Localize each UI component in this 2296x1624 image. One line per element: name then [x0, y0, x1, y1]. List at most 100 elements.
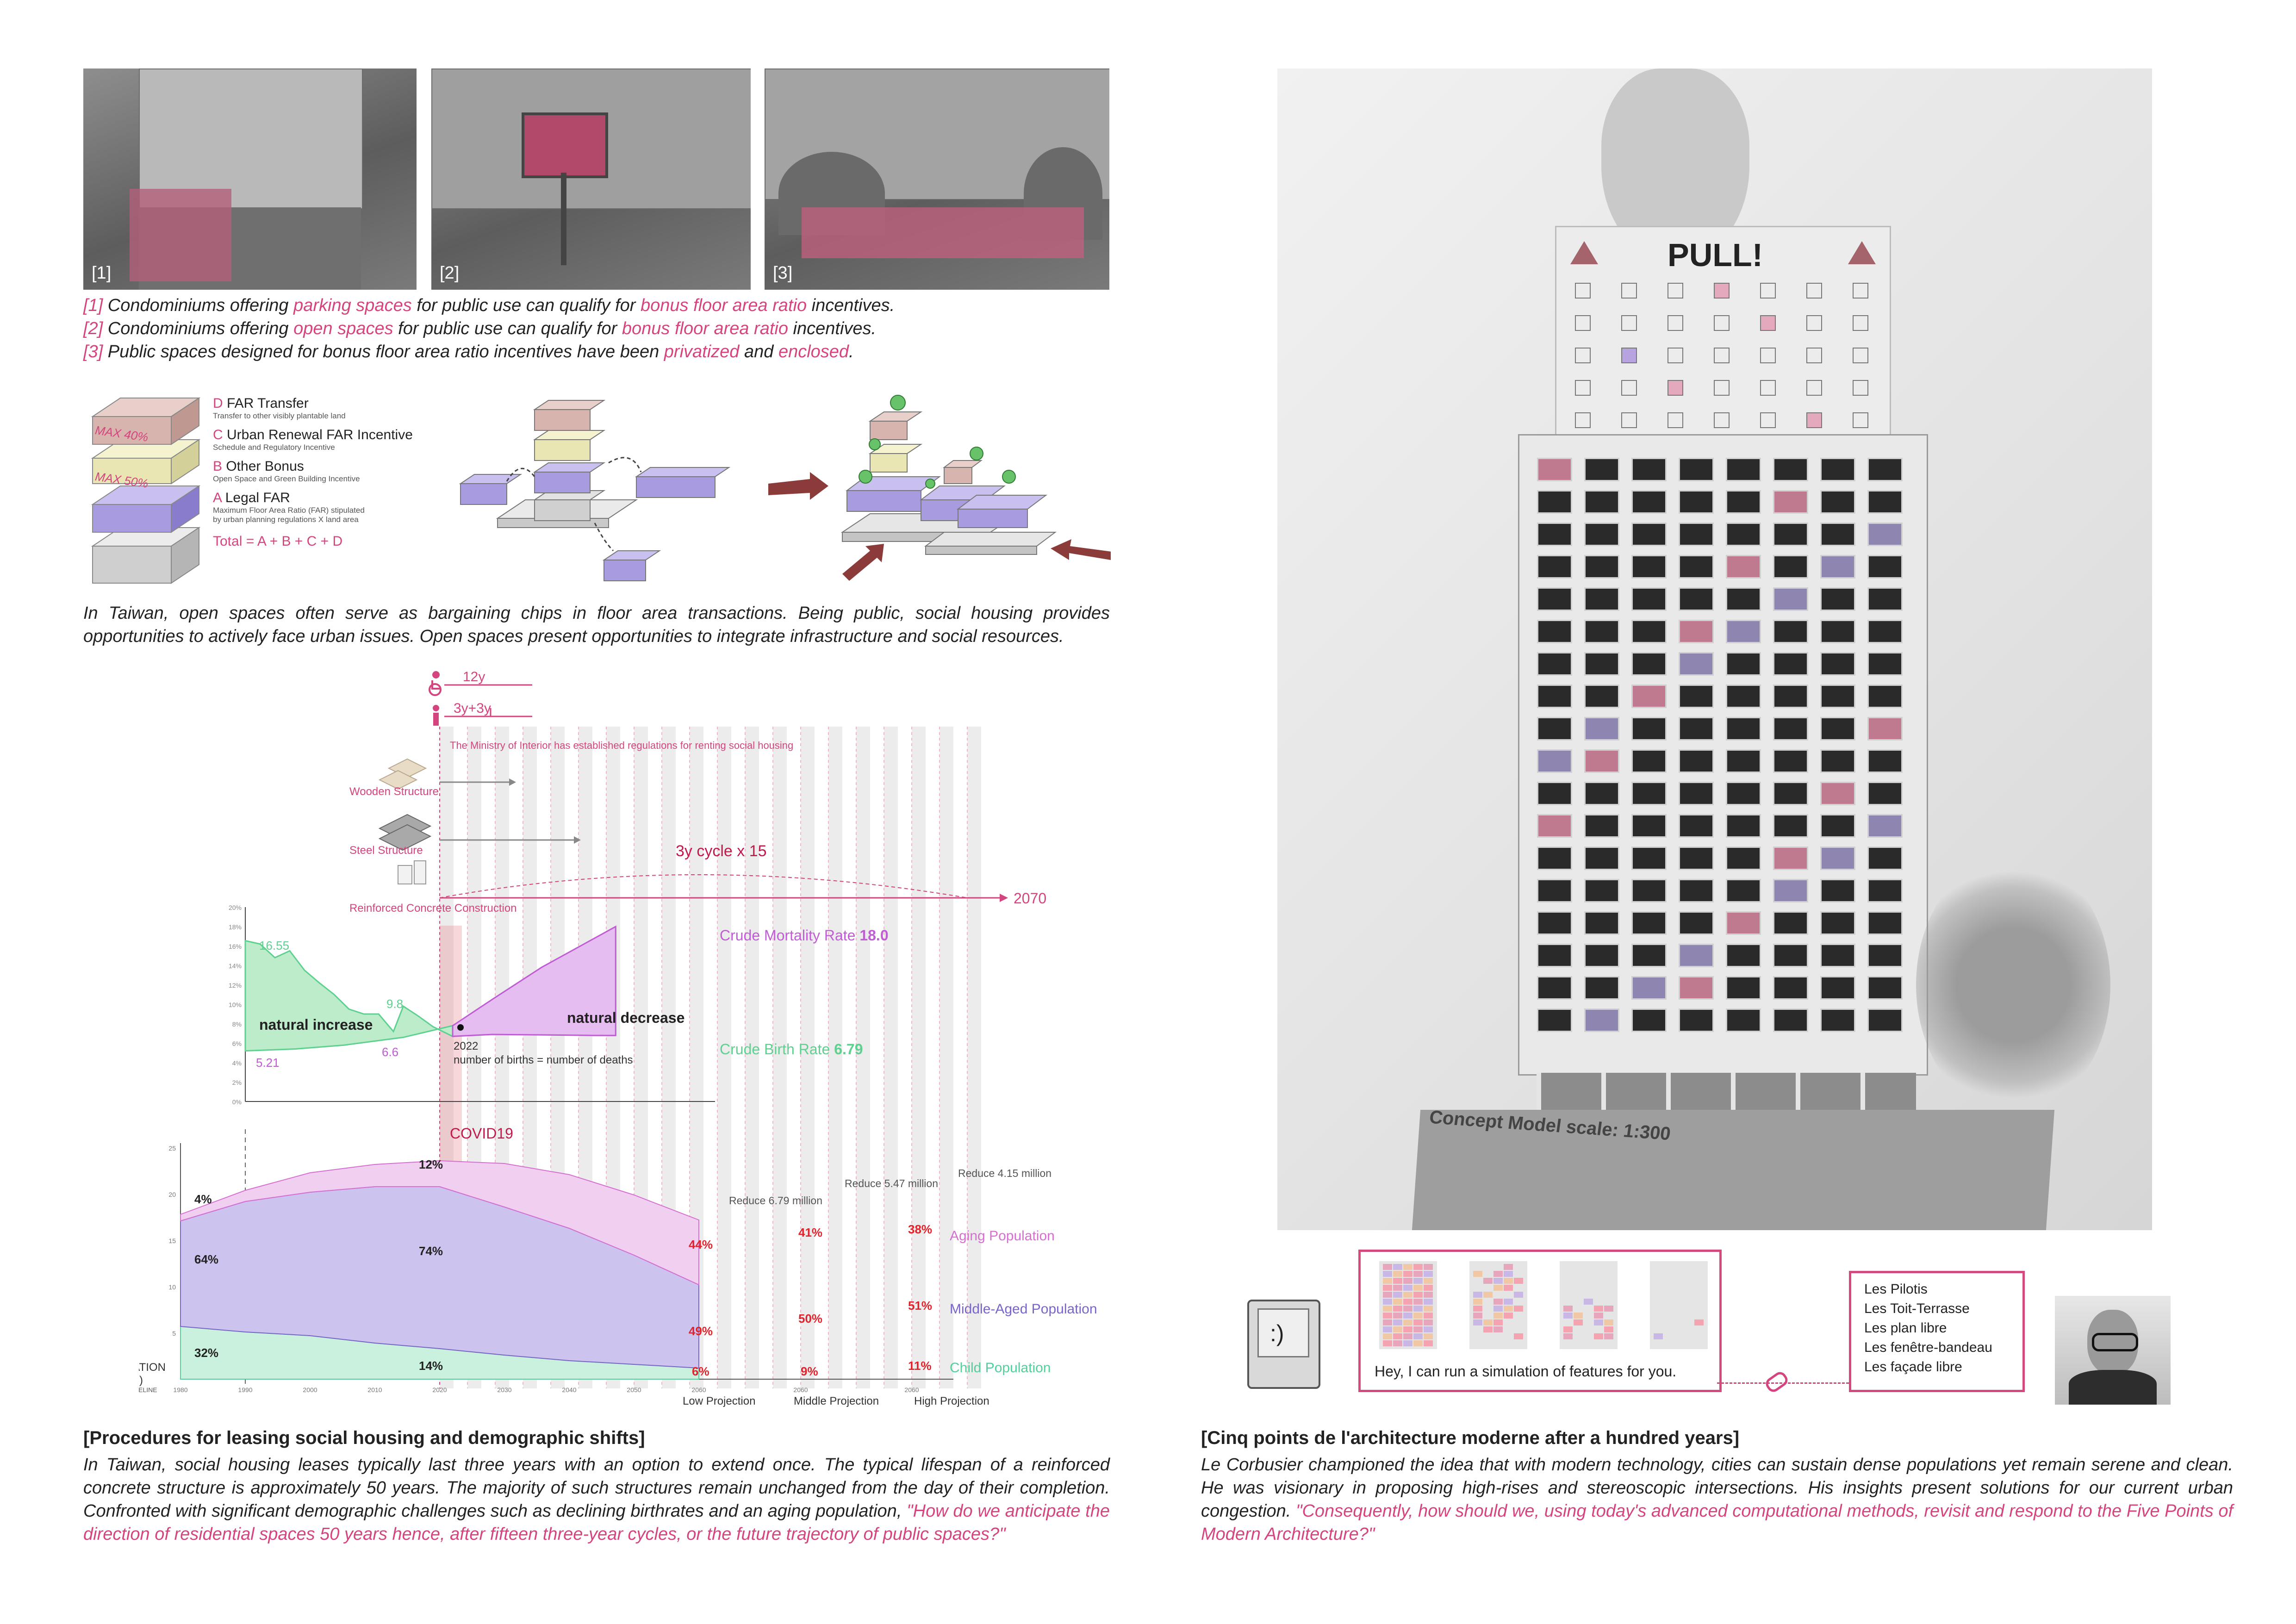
wheelchair-icon: [429, 671, 442, 696]
mid-projection: Middle Projection: [794, 1395, 879, 1407]
tower-window: [1726, 879, 1761, 902]
simulation-unit: [1514, 1278, 1523, 1284]
simulation-unit: [1493, 1306, 1503, 1312]
pop-xtick: 2000: [303, 1386, 317, 1394]
simulation-unit: [1424, 1326, 1433, 1332]
tower-window: [1820, 652, 1855, 676]
tower-window: [1867, 652, 1903, 676]
tower-window: [1679, 846, 1714, 870]
simulation-unit: [1413, 1319, 1423, 1325]
pop-xtick: 2050: [627, 1386, 641, 1394]
wooden-label: Wooden Structure: [349, 785, 439, 798]
death-2012: 6.6: [382, 1045, 398, 1059]
simulation-unit: [1393, 1264, 1402, 1270]
simulation-unit: [1403, 1313, 1412, 1319]
pop-xtick: 2060: [904, 1386, 919, 1394]
simulation-unit: [1403, 1292, 1412, 1298]
intro-paragraph: In Taiwan, open spaces often serve as ba…: [83, 604, 1110, 646]
birth-2012: 9.8: [386, 997, 403, 1011]
simulation-unit: [1413, 1271, 1423, 1277]
pop-xtick: 2060: [691, 1386, 706, 1394]
far-legend-c: C Urban Renewal FAR Incentive: [213, 427, 413, 442]
simulation-unit: [1654, 1333, 1663, 1339]
tower-window: [1773, 555, 1808, 579]
tower-window: [1679, 911, 1714, 935]
cycle-stripe: [828, 727, 842, 1388]
tower-window: [1631, 879, 1667, 902]
right-section-body: Le Corbusier championed the idea that wi…: [1201, 1455, 2234, 1544]
pull-window: [1714, 348, 1730, 363]
tower-window: [1820, 944, 1855, 967]
tower-window: [1820, 620, 1855, 643]
tower-window: [1679, 717, 1714, 740]
simulation-unit: [1473, 1292, 1482, 1298]
simulation-unit: [1393, 1299, 1402, 1305]
year-2022: 2022: [454, 1040, 478, 1052]
tower-window: [1773, 814, 1808, 838]
tower-window: [1537, 1008, 1572, 1032]
tower-window: [1537, 911, 1572, 935]
simulation-unit: [1473, 1299, 1482, 1305]
tower-window: [1537, 523, 1572, 546]
middle-series-label: Middle-Aged Population: [950, 1301, 1097, 1317]
tower-window: [1773, 717, 1808, 740]
tower-window: [1679, 879, 1714, 902]
simulation-unit: [1504, 1285, 1513, 1291]
tower-window: [1679, 490, 1714, 514]
simulation-unit: [1424, 1319, 1433, 1325]
tower-window: [1679, 1008, 1714, 1032]
mid-aging: 41%: [798, 1226, 822, 1239]
tower-window: [1631, 911, 1667, 935]
rate-ytick: 10%: [229, 1001, 242, 1008]
five-point-item: Les Toit-Terrasse: [1864, 1301, 1970, 1316]
pull-window: [1853, 380, 1868, 396]
simulation-panel: [1560, 1261, 1618, 1349]
tower-window: [1820, 1008, 1855, 1032]
simulation-unit: [1383, 1264, 1392, 1270]
rate-ytick: 14%: [229, 962, 242, 970]
mac-icon: :): [1247, 1300, 1320, 1389]
tower-window: [1584, 555, 1619, 579]
simulation-unit: [1393, 1340, 1402, 1346]
tower-window: [1584, 846, 1619, 870]
model-base: Concept Model scale: 1:300: [1412, 1107, 2055, 1230]
simulation-unit: [1393, 1278, 1402, 1284]
far-legend-d: D FAR Transfer: [213, 396, 309, 411]
tower-window: [1537, 814, 1572, 838]
pull-window: [1760, 348, 1776, 363]
simulation-unit: [1493, 1278, 1503, 1284]
simulation-unit: [1594, 1313, 1603, 1319]
tower-window: [1584, 782, 1619, 805]
pull-window: [1668, 315, 1683, 331]
simulation-unit: [1424, 1271, 1433, 1277]
cycle-label: 3y cycle x 15: [676, 842, 767, 860]
pull-window: [1806, 412, 1822, 428]
simulation-unit: [1473, 1306, 1482, 1312]
tower-window: [1820, 717, 1855, 740]
tower-window: [1773, 587, 1808, 611]
tower-window: [1773, 652, 1808, 676]
simulation-unit: [1413, 1326, 1423, 1332]
tower-window: [1773, 944, 1808, 967]
tower-window: [1867, 458, 1903, 481]
tower-window: [1867, 717, 1903, 740]
tower-window: [1820, 587, 1855, 611]
pull-window: [1621, 283, 1637, 299]
simulation-unit: [1403, 1285, 1412, 1291]
far-transfer-diagram: [459, 400, 731, 581]
simulation-unit: [1424, 1340, 1433, 1346]
simulation-unit: [1604, 1326, 1613, 1332]
tower-window: [1584, 587, 1619, 611]
tower-window: [1820, 684, 1855, 708]
tower-window: [1679, 555, 1714, 579]
cycle-stripe: [717, 727, 731, 1388]
tower-window: [1584, 879, 1619, 902]
high-middle: 51%: [908, 1299, 932, 1313]
tower-window: [1631, 587, 1667, 611]
simulation-unit: [1383, 1278, 1392, 1284]
tower-window: [1537, 555, 1572, 579]
tower-window: [1820, 458, 1855, 481]
pop-ylabel: POPULATION: [139, 1361, 166, 1374]
tower-window: [1773, 620, 1808, 643]
